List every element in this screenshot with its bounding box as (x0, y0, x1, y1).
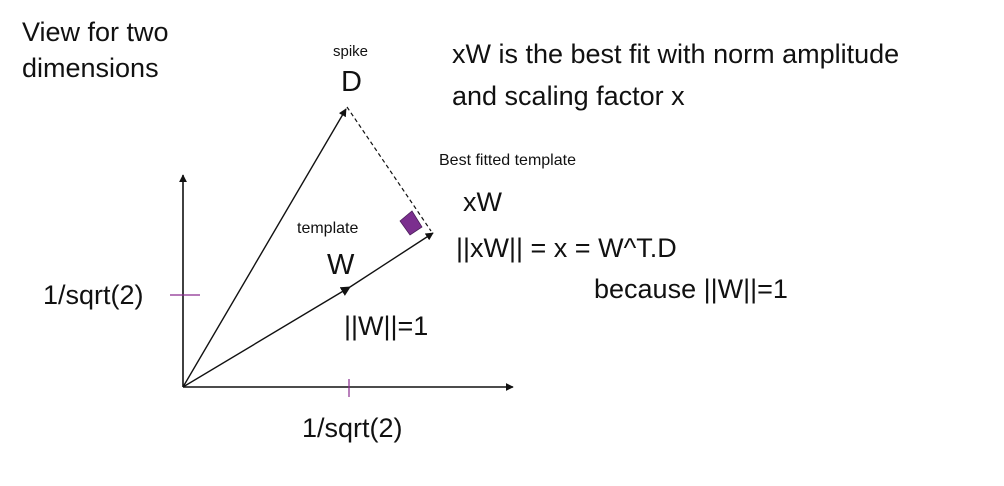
x-tick-label: 1/sqrt(2) (302, 413, 403, 443)
projection-line (346, 106, 432, 232)
best-fit-note-line-2: and scaling factor x (452, 81, 685, 111)
best-fit-note-line-1: xW is the best fit with norm amplitude (452, 39, 900, 69)
spike-label: spike (333, 43, 369, 60)
best-fitted-template-label: Best fitted template (439, 152, 576, 169)
template-vector (182, 286, 351, 388)
view-title: View for two dimensions (22, 14, 222, 86)
norm-equation: ||xW|| = x = W^T.D (456, 233, 677, 263)
y-tick-label: 1/sqrt(2) (43, 280, 144, 310)
right-angle-marker (399, 210, 423, 236)
scaled-template-vector (349, 232, 434, 288)
view-title-line-2: dimensions (22, 53, 159, 83)
norm-because: because ||W||=1 (594, 274, 788, 304)
template-label: template (297, 220, 359, 237)
w-label: W (327, 249, 355, 281)
d-label: D (341, 66, 362, 98)
spike-vector (182, 108, 347, 388)
best-fit-note: xW is the best fit with norm amplitude a… (452, 33, 899, 117)
w-norm-label: ||W||=1 (344, 311, 429, 341)
view-title-line-1: View for two (22, 17, 169, 47)
xw-label: xW (463, 187, 502, 217)
